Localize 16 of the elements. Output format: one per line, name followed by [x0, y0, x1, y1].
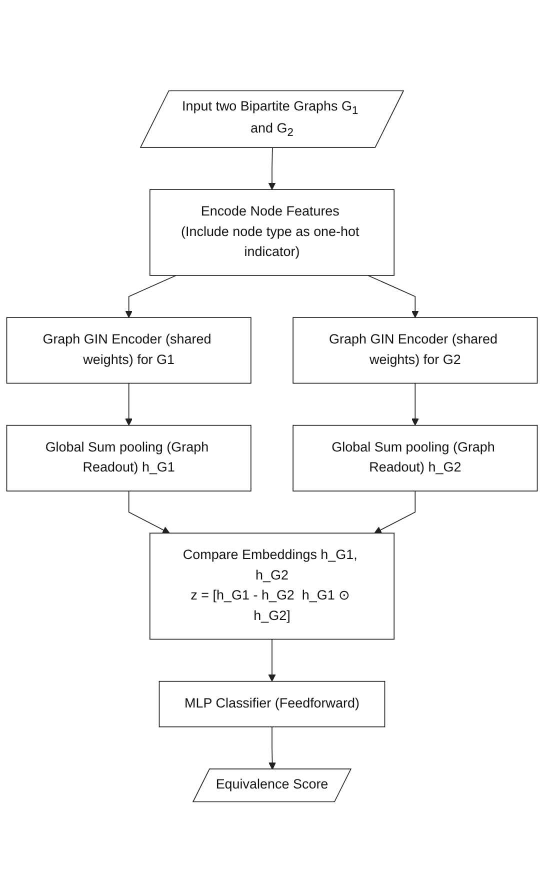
arrow: [125, 382, 133, 426]
node-box: Global Sum pooling (Graph Readout) h_G2: [292, 424, 538, 492]
node-box: Graph GIN Encoder (shared weights) for G1: [6, 316, 252, 384]
node-box: Encode Node Features (Include node type as one-hot indicator): [149, 188, 395, 276]
node-box: Compare Embeddings h_G1, h_G2 z = [h_G1 - h_G2 h_G1 ⊙ h_G2]: [149, 532, 395, 640]
arrow: [268, 726, 276, 770]
arrow: [368, 274, 419, 318]
arrow: [374, 490, 416, 534]
node-box: MLP Classifier (Feedforward): [158, 680, 386, 727]
arrow: [125, 274, 176, 318]
arrow: [128, 490, 170, 534]
arrow: [268, 638, 276, 682]
arrow: [411, 382, 419, 426]
arrow: [268, 147, 276, 190]
node-box: Global Sum pooling (Graph Readout) h_G1: [6, 424, 252, 492]
node-box: Graph GIN Encoder (shared weights) for G2: [292, 316, 538, 384]
